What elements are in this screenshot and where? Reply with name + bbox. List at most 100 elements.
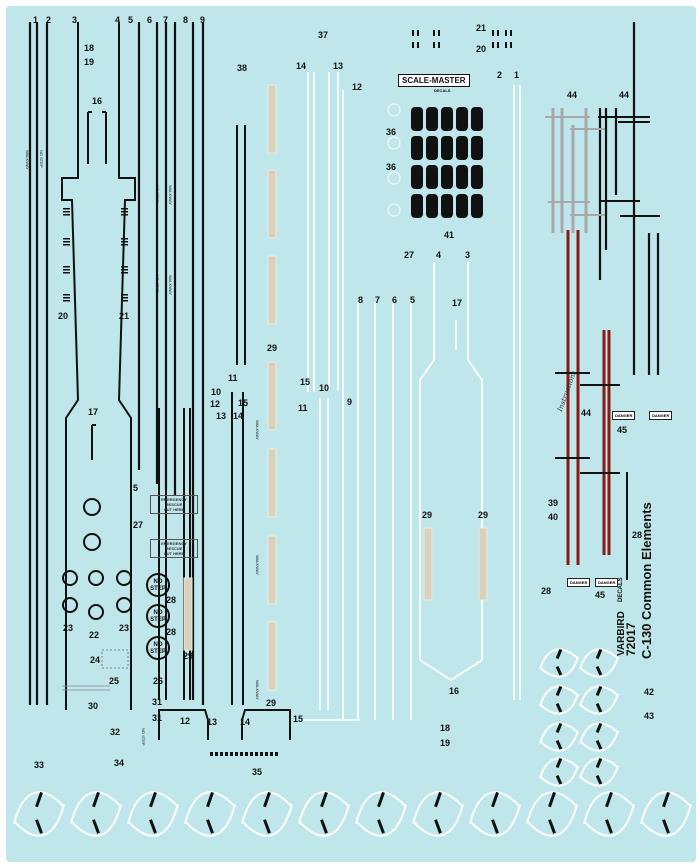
small-mark <box>492 42 494 48</box>
decal-number: 12 <box>210 399 221 409</box>
black-stripes <box>28 22 660 756</box>
window-ring <box>387 203 401 217</box>
swirl-tip <box>555 648 563 660</box>
swirl-arc <box>579 722 619 744</box>
gray-stripes <box>545 108 605 233</box>
swirl-tip <box>548 819 556 834</box>
window-decal <box>441 107 453 131</box>
window-frame <box>91 424 96 460</box>
window-decal <box>441 165 453 189</box>
small-mark <box>497 30 499 36</box>
swirl-arc <box>526 791 578 824</box>
decal-number: 23 <box>63 623 74 633</box>
decal-number: 36 <box>386 127 397 137</box>
decal-number: 20 <box>476 44 487 54</box>
no-step-circle: NO STEP <box>146 636 170 660</box>
decal-number: 4 <box>115 15 121 25</box>
small-mark <box>63 244 70 246</box>
walkway-panel <box>478 527 488 601</box>
decal-number: 28 <box>166 627 177 637</box>
small-mark <box>225 752 228 756</box>
decal-number: 40 <box>548 512 559 522</box>
window-decal <box>426 136 438 160</box>
danger-tag: DANGER <box>612 411 636 420</box>
small-mark <box>63 272 70 274</box>
swirl-arc <box>539 648 579 670</box>
ring-decal <box>83 533 101 551</box>
swirl-tip <box>595 739 603 750</box>
walkway-panel <box>267 448 277 518</box>
small-mark <box>433 42 435 48</box>
decal-number: 36 <box>386 162 397 172</box>
decal-number: 37 <box>318 30 329 40</box>
swirl-arc <box>526 804 578 837</box>
window-ring <box>387 171 401 185</box>
small-mark <box>121 272 128 274</box>
window-frame <box>87 111 107 164</box>
swirl-tip <box>35 819 43 834</box>
small-mark <box>417 42 419 48</box>
decal-number: 9 <box>200 15 206 25</box>
ring-decal <box>116 570 132 586</box>
small-mark <box>63 297 70 299</box>
decal-number: 28 <box>166 595 177 605</box>
decal-number: 32 <box>110 727 121 737</box>
swirl-arc <box>298 791 350 824</box>
decal-number: 31 <box>152 713 163 723</box>
window-decal <box>411 136 423 160</box>
decal-number: 1 <box>33 15 39 25</box>
small-mark <box>121 269 128 271</box>
window-decal <box>456 107 468 131</box>
small-mark <box>121 238 128 240</box>
swirl-arc <box>539 656 579 678</box>
small-mark <box>220 752 223 756</box>
swirl-arc <box>583 791 635 824</box>
decal-number: 27 <box>133 520 144 530</box>
swirl-tip <box>555 774 563 785</box>
decal-number: 11 <box>298 403 308 413</box>
swirl-tip <box>206 819 214 834</box>
no-step-circle: NO STEP <box>146 604 170 628</box>
window-decal <box>456 165 468 189</box>
swirl-arc <box>184 791 236 824</box>
decal-number: 7 <box>163 15 169 25</box>
swirl-tip <box>595 648 603 660</box>
decal-number: 17 <box>452 298 463 308</box>
decal-number: 29 <box>267 343 278 353</box>
swirl-tip <box>263 819 271 834</box>
decal-number: 38 <box>237 63 248 73</box>
decal-number: 35 <box>252 767 263 777</box>
decal-number: 6 <box>147 15 153 25</box>
small-mark <box>275 752 278 756</box>
small-mark <box>510 30 512 36</box>
decal-number: 20 <box>58 311 69 321</box>
decal-number: 29 <box>422 510 433 520</box>
decal-number: 2 <box>497 70 503 80</box>
small-mark <box>510 42 512 48</box>
decal-number: 11 <box>228 373 238 383</box>
swirl-arc <box>241 791 293 824</box>
small-mark <box>230 752 233 756</box>
decal-number: 43 <box>644 711 655 721</box>
no-step-text: NO STEP <box>155 275 160 293</box>
decal-number: 14 <box>296 61 307 71</box>
swirl-arc <box>539 757 579 779</box>
decal-number: 18 <box>440 723 451 733</box>
swirl-arc <box>539 722 579 744</box>
swirl-arc <box>539 730 579 752</box>
no-step-text: NO STEP <box>141 728 146 746</box>
swirl-arc <box>539 693 579 715</box>
swirl-tip <box>595 757 603 769</box>
swirl-arc <box>579 656 619 678</box>
window-ring <box>387 103 401 117</box>
walkway-panel <box>267 84 277 154</box>
swirl-tip <box>555 685 563 697</box>
red-stripes <box>555 230 620 565</box>
swirl-tip <box>595 774 603 785</box>
decal-number: 5 <box>410 295 416 305</box>
window-ring <box>387 136 401 150</box>
swirl-tip <box>92 791 100 808</box>
no-step-text: NO STEP <box>39 150 44 168</box>
